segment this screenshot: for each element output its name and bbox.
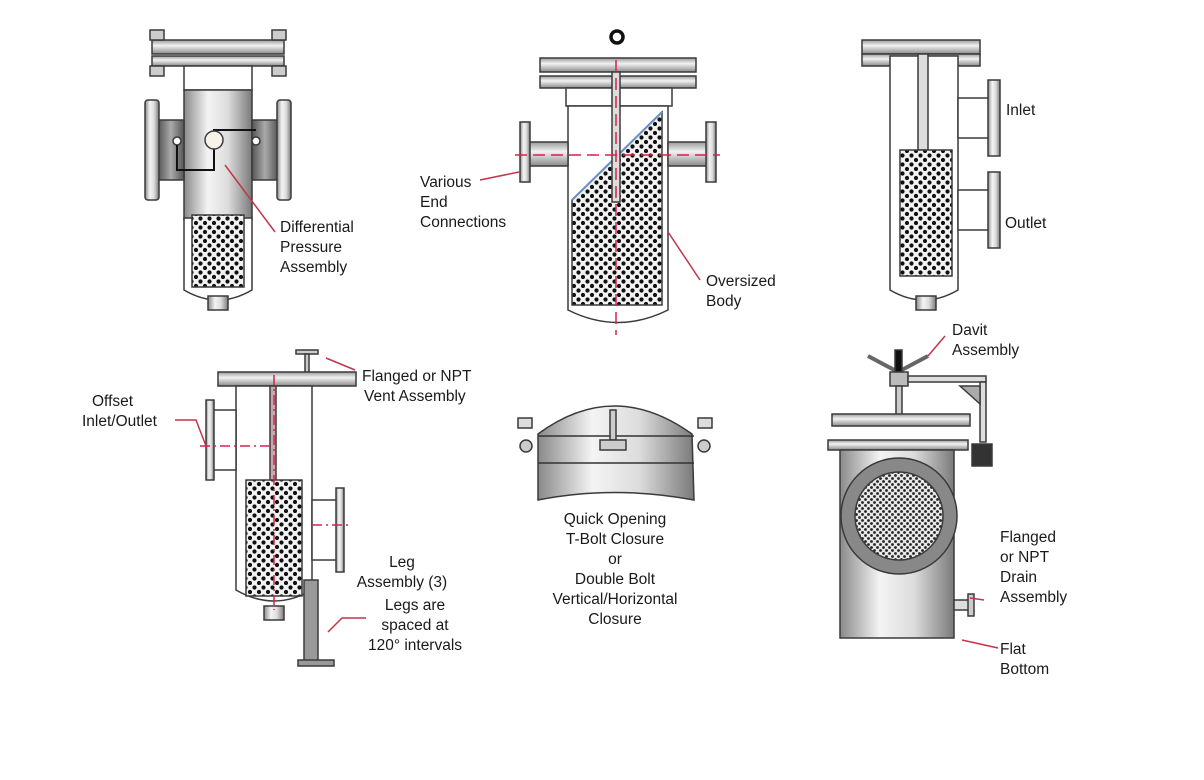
label-line: Legs are — [384, 597, 446, 614]
label-line: or — [608, 551, 622, 568]
label-differential-pressure-assembly: Differential Pressure Assembly — [280, 218, 354, 278]
label-line: Assembly — [280, 259, 348, 276]
label-line: Inlet/Outlet — [82, 413, 157, 430]
label-legs-spacing: Legs are spaced at 120° intervals — [360, 596, 470, 656]
label-line: or NPT — [1000, 549, 1050, 566]
label-line: Closure — [588, 611, 642, 628]
label-line: Assembly — [1000, 589, 1068, 606]
label-line: Assembly — [952, 342, 1020, 359]
label-line: 120° intervals — [367, 637, 463, 654]
label-line: Connections — [420, 214, 507, 231]
label-line: Pressure — [280, 239, 343, 256]
label-line: Flat — [1000, 641, 1026, 658]
label-line: Bottom — [1000, 661, 1050, 678]
label-line: Offset — [92, 393, 134, 410]
basket-strainer-dp-diagram — [144, 29, 292, 311]
label-flat-bottom: Flat Bottom — [1000, 640, 1049, 680]
label-drain-assembly: Flanged or NPT Drain Assembly — [1000, 528, 1067, 608]
label-line: Flanged or NPT — [362, 368, 472, 385]
label-line: Oversized — [706, 273, 776, 290]
label-line: Quick Opening — [563, 511, 667, 528]
label-line: Davit — [952, 322, 988, 339]
label-line: spaced at — [381, 617, 449, 634]
label-closure-caption: Quick Opening T-Bolt Closure or Double B… — [540, 510, 690, 630]
label-oversized-body: Oversized Body — [706, 272, 776, 312]
label-line: End — [420, 194, 448, 211]
label-line: Leg — [389, 554, 415, 571]
label-vent-assembly: Flanged or NPT Vent Assembly — [362, 367, 471, 407]
davit-strainer-diagram — [827, 335, 999, 649]
label-line: Vent Assembly — [364, 388, 466, 405]
label-line: T-Bolt Closure — [565, 531, 665, 548]
quick-opening-closure-diagram — [517, 405, 713, 501]
label-various-end-connections: Various End Connections — [420, 173, 506, 233]
oversized-strainer-diagram — [479, 29, 720, 335]
label-line: Differential — [280, 219, 354, 236]
label-line: Vertical/Horizontal — [552, 591, 678, 608]
side-inlet-outlet-strainer-diagram — [861, 39, 1001, 311]
label-line: Drain — [1000, 569, 1038, 586]
label-davit-assembly: Davit Assembly — [952, 321, 1019, 361]
label-outlet: Outlet — [1005, 214, 1046, 234]
label-line: Flanged — [1000, 529, 1057, 546]
label-leg-assembly: Leg Assembly (3) — [352, 553, 452, 593]
label-line: Assembly (3) — [356, 574, 448, 591]
offset-strainer-diagram — [175, 349, 366, 667]
label-line: Double Bolt — [574, 571, 656, 588]
label-inlet: Inlet — [1006, 101, 1035, 121]
label-offset-inlet-outlet: Offset Inlet/Outlet — [82, 392, 157, 432]
label-line: Outlet — [1005, 215, 1047, 232]
label-line: Various — [420, 174, 472, 191]
label-line: Inlet — [1006, 102, 1036, 119]
label-line: Body — [706, 293, 742, 310]
